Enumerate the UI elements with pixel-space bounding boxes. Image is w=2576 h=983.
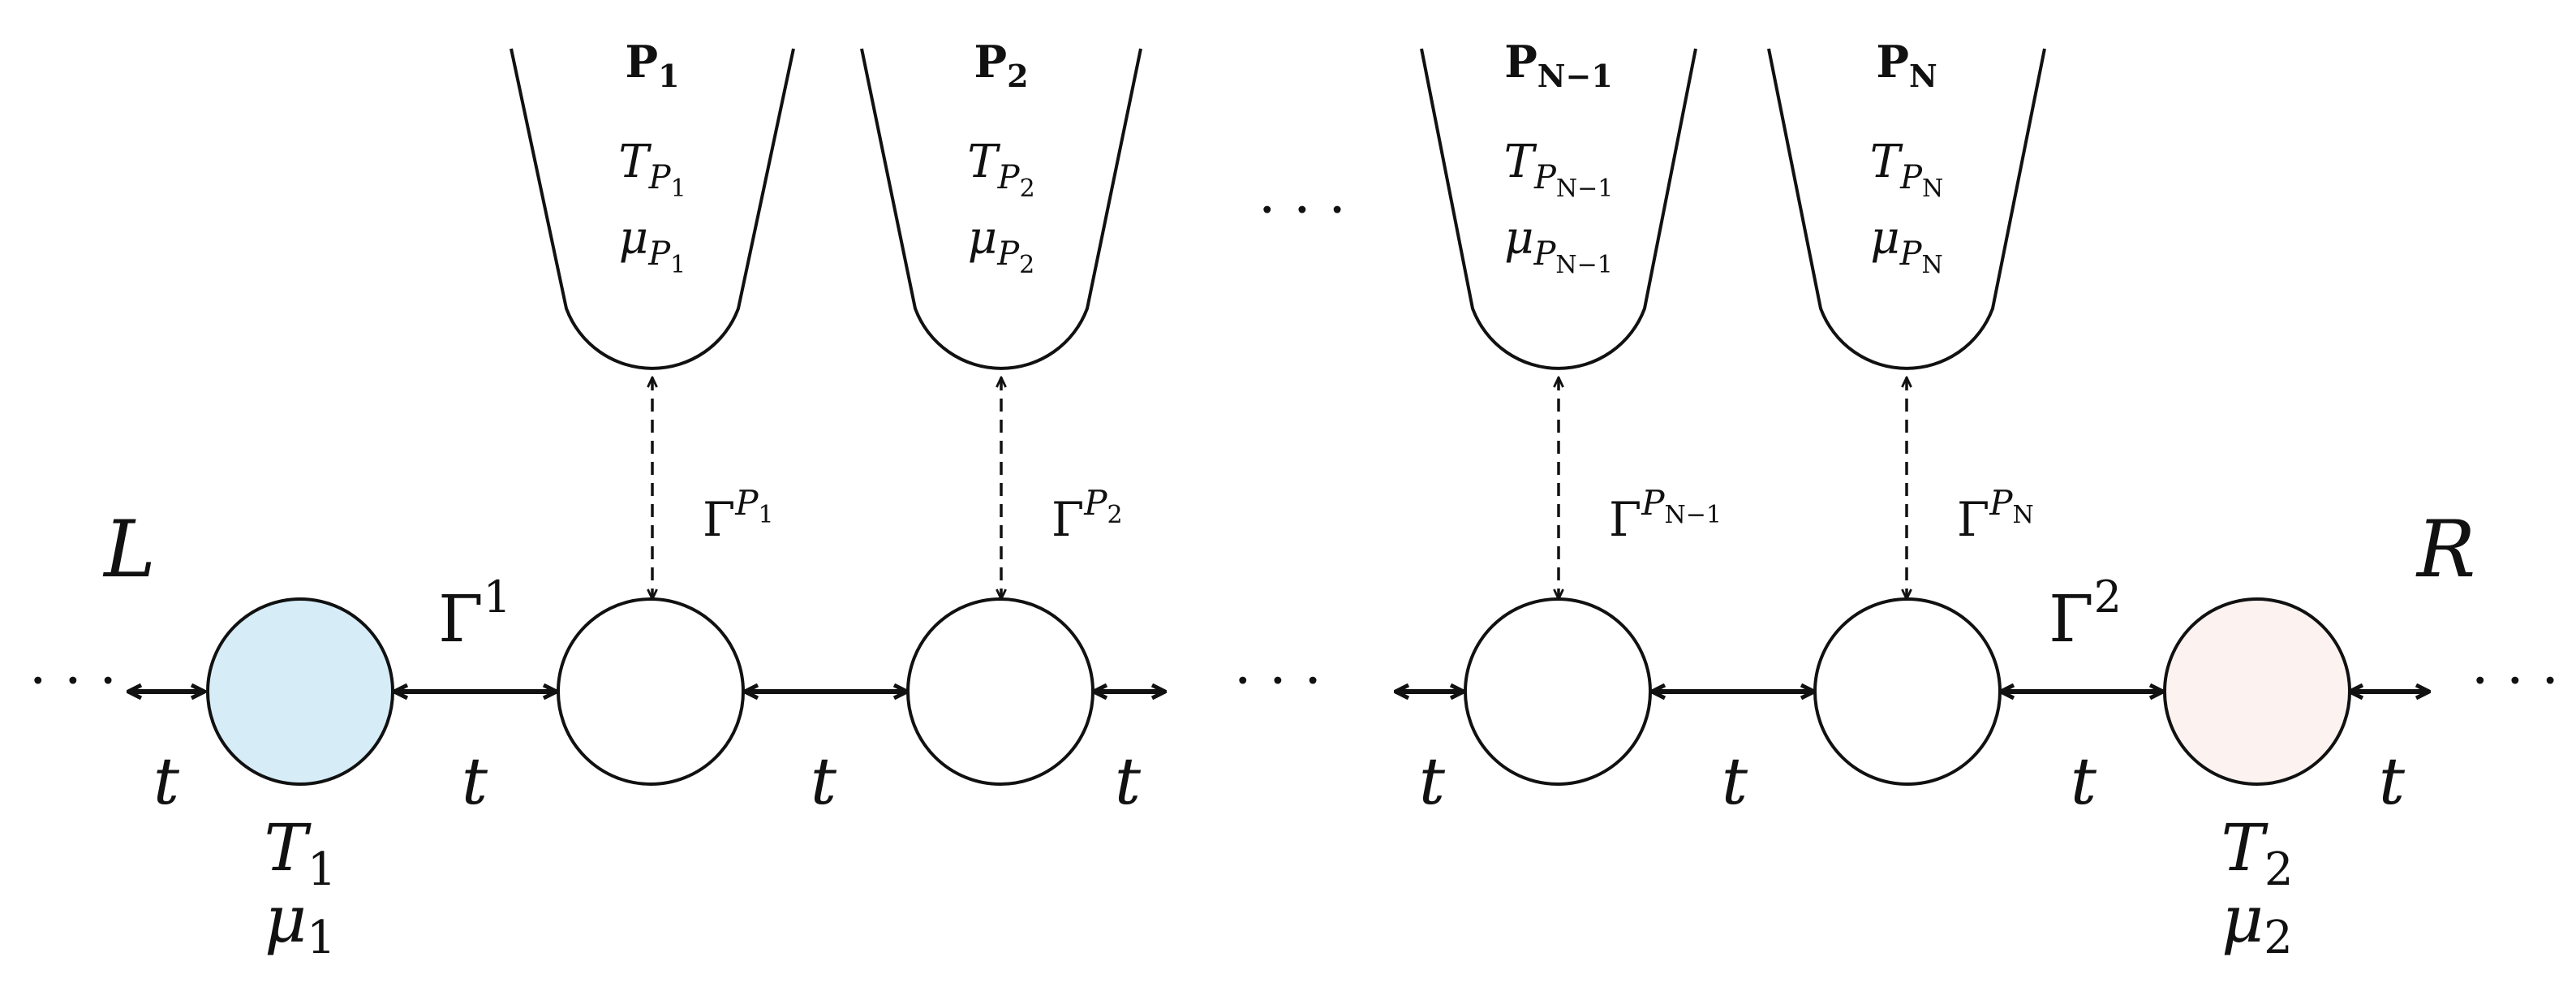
chain-ellipsis-middle: · · · [1234, 649, 1322, 714]
site [906, 597, 1094, 786]
hopping-label: t [1722, 744, 1748, 819]
probe-cup-shape [1767, 48, 2046, 370]
probe-name: P2 [974, 36, 1028, 94]
probe-coupling-label: ΓPN−1 [1609, 483, 1722, 547]
hopping-label: t [811, 744, 837, 819]
left-temperature: T1 [264, 810, 337, 896]
probe-cup-shape [510, 48, 795, 370]
probe-temperature: TPN−1 [1504, 136, 1614, 203]
site-right-reservoir [2163, 597, 2351, 786]
hopping-label: t [2071, 744, 2097, 819]
probe-name: PN−1 [1504, 36, 1613, 94]
probe-name: P1 [625, 36, 679, 94]
left-chemical-potential: μ1 [264, 882, 336, 964]
probe-2: P2 TP2 μP2 ΓP2 [860, 36, 1142, 599]
probe-temperature: TP1 [618, 136, 686, 203]
probe-chemical-potential: μP2 [968, 212, 1034, 279]
right-temperature: T2 [2221, 810, 2294, 896]
probe-1: P1 TP1 μP1 ΓP1 [510, 36, 795, 599]
site [1464, 597, 1652, 786]
probe-name: PN [1876, 36, 1937, 94]
hopping-label: t [1115, 744, 1142, 819]
right-reservoir-label: R [2415, 504, 2475, 595]
probe-chemical-potential: μPN−1 [1504, 212, 1613, 279]
right-chemical-potential: μ2 [2221, 882, 2293, 964]
right-coupling-label: Γ2 [2049, 571, 2122, 657]
hopping-label: t [462, 744, 488, 819]
probe-coupling-label: ΓP2 [1051, 483, 1123, 547]
probe-cup-shape [1420, 48, 1697, 370]
hopping-label: t [153, 744, 180, 819]
probe-temperature: TPN [1870, 136, 1944, 203]
hopping-label: t [1419, 744, 1446, 819]
site [1813, 597, 2002, 786]
left-reservoir-label: L [102, 504, 156, 595]
chain-ellipsis-left: · · · [29, 649, 117, 714]
probe-coupling-label: ΓPN [1957, 483, 2034, 547]
site-left-reservoir [206, 597, 394, 786]
chain-ellipsis-right: · · · [2471, 649, 2559, 714]
probe-chemical-potential: μPN [1870, 212, 1943, 279]
probe-n: PN TPN μPN ΓPN [1767, 36, 2046, 599]
hopping-label: t [2379, 744, 2406, 819]
left-coupling-label: Γ1 [438, 571, 511, 657]
probe-cup-shape [860, 48, 1142, 370]
probe-n-minus-1: PN−1 TPN−1 μPN−1 ΓPN−1 [1420, 36, 1722, 599]
probe-row-ellipsis: · · · [1258, 179, 1346, 243]
probe-temperature: TP2 [967, 136, 1034, 203]
probe-chemical-potential: μP1 [619, 212, 686, 279]
probe-coupling-label: ΓP1 [703, 483, 774, 547]
site [557, 597, 745, 786]
